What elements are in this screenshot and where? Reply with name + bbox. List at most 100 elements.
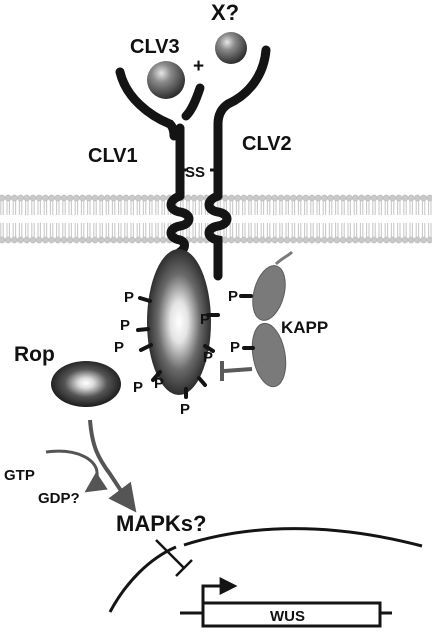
lipid-head xyxy=(414,194,421,202)
lipid-tail xyxy=(74,201,79,215)
lipid-tail xyxy=(124,201,128,215)
lipid-tail xyxy=(31,223,35,237)
lipid-tail xyxy=(297,223,302,237)
lipid-head xyxy=(383,194,390,202)
clv3-label: CLV3 xyxy=(130,36,180,58)
lipid-tail xyxy=(397,201,401,215)
clv2-transmembrane-coil xyxy=(204,191,232,281)
nuclear-envelope-arc xyxy=(108,545,177,613)
lipid-head xyxy=(159,194,167,202)
lipid-head xyxy=(79,236,86,244)
rop-to-mapks-arrow xyxy=(88,419,137,513)
lipid-tail xyxy=(12,223,17,237)
lipid-tail xyxy=(80,223,85,237)
lipid-head xyxy=(147,236,155,244)
lipid-tail xyxy=(242,223,246,237)
lipid-head xyxy=(141,194,148,202)
clv1-cup-right xyxy=(181,83,205,121)
lipid-head xyxy=(389,194,396,202)
kapp-label: KAPP xyxy=(281,318,328,337)
lipid-tail xyxy=(136,223,141,237)
phosphate-stub xyxy=(197,376,207,387)
lipid-head xyxy=(333,236,341,244)
lipid-head xyxy=(296,194,303,202)
lipid-tail xyxy=(155,201,159,215)
lipid-tail xyxy=(397,223,401,237)
lipid-tail xyxy=(378,201,382,215)
lipid-tail xyxy=(378,223,382,237)
lipid-head xyxy=(383,236,390,244)
lipid-head xyxy=(240,236,248,244)
lipid-head xyxy=(221,236,229,244)
lipid-head xyxy=(364,194,372,202)
lipid-tail xyxy=(192,223,196,237)
lipid-tail xyxy=(421,201,426,215)
lipid-head xyxy=(23,236,31,244)
lipid-head xyxy=(370,236,378,244)
lipid-tail xyxy=(291,201,296,215)
rop-gtpase xyxy=(51,361,121,407)
lipid-head xyxy=(159,236,167,244)
lipid-tail xyxy=(242,201,246,215)
lipid-head xyxy=(42,236,49,244)
lipid-head xyxy=(122,194,130,202)
lipid-tail xyxy=(366,223,370,237)
lipid-tail xyxy=(279,223,283,237)
phosphate-label: P xyxy=(124,289,134,306)
lipid-tail xyxy=(266,223,271,237)
lipid-tail xyxy=(310,201,314,215)
clv1-cup xyxy=(115,67,179,141)
lipid-tail xyxy=(198,223,203,237)
lipid-head xyxy=(426,194,432,202)
lipid-head xyxy=(153,194,161,202)
lipid-head xyxy=(321,194,328,202)
lipid-tail xyxy=(49,223,54,237)
lipid-head xyxy=(228,236,235,244)
lipid-tail xyxy=(105,223,110,237)
lipid-tail xyxy=(403,201,407,215)
gdp-label: GDP? xyxy=(38,490,80,507)
lipid-tail xyxy=(68,201,72,215)
lipid-head xyxy=(352,236,359,244)
phosphate-label: P xyxy=(114,339,124,356)
lipid-tail xyxy=(93,223,97,237)
plus-sign: + xyxy=(193,56,204,77)
lipid-head xyxy=(271,236,279,244)
lipid-head xyxy=(358,236,365,244)
lipid-tail xyxy=(155,223,159,237)
lipid-tail xyxy=(359,223,364,237)
lipid-head xyxy=(345,236,353,244)
lipid-head xyxy=(308,236,316,244)
lipid-head xyxy=(283,236,291,244)
lipid-head xyxy=(265,194,272,202)
lipid-head xyxy=(308,194,316,202)
lipid-head xyxy=(221,194,229,202)
kapp-inhibition-line xyxy=(223,367,253,373)
lipid-head xyxy=(66,194,74,202)
lipid-head xyxy=(339,194,347,202)
lipid-tail xyxy=(0,223,4,237)
lipid-head xyxy=(79,194,86,202)
lipid-tail xyxy=(316,201,320,215)
lipid-head xyxy=(153,236,161,244)
lipid-tail xyxy=(25,223,29,237)
lipid-head xyxy=(333,194,341,202)
lipid-head xyxy=(66,236,74,244)
lipid-head xyxy=(246,194,254,202)
lipid-tail xyxy=(260,223,265,237)
lipid-head xyxy=(73,236,80,244)
lipid-head xyxy=(228,194,235,202)
lipid-head xyxy=(85,236,93,244)
phosphate-stub xyxy=(138,296,152,303)
phosphate-label: P xyxy=(203,349,213,366)
lipid-head xyxy=(110,236,117,244)
x-label: X? xyxy=(211,0,239,25)
lipid-head xyxy=(91,194,99,202)
lipid-tail xyxy=(43,223,48,237)
lipid-tail xyxy=(384,201,389,215)
nuclear-envelope-arc-right xyxy=(183,527,423,548)
lipid-tail xyxy=(18,223,23,237)
lipid-head xyxy=(283,194,291,202)
lipid-tail xyxy=(335,223,339,237)
lipid-head xyxy=(141,236,148,244)
